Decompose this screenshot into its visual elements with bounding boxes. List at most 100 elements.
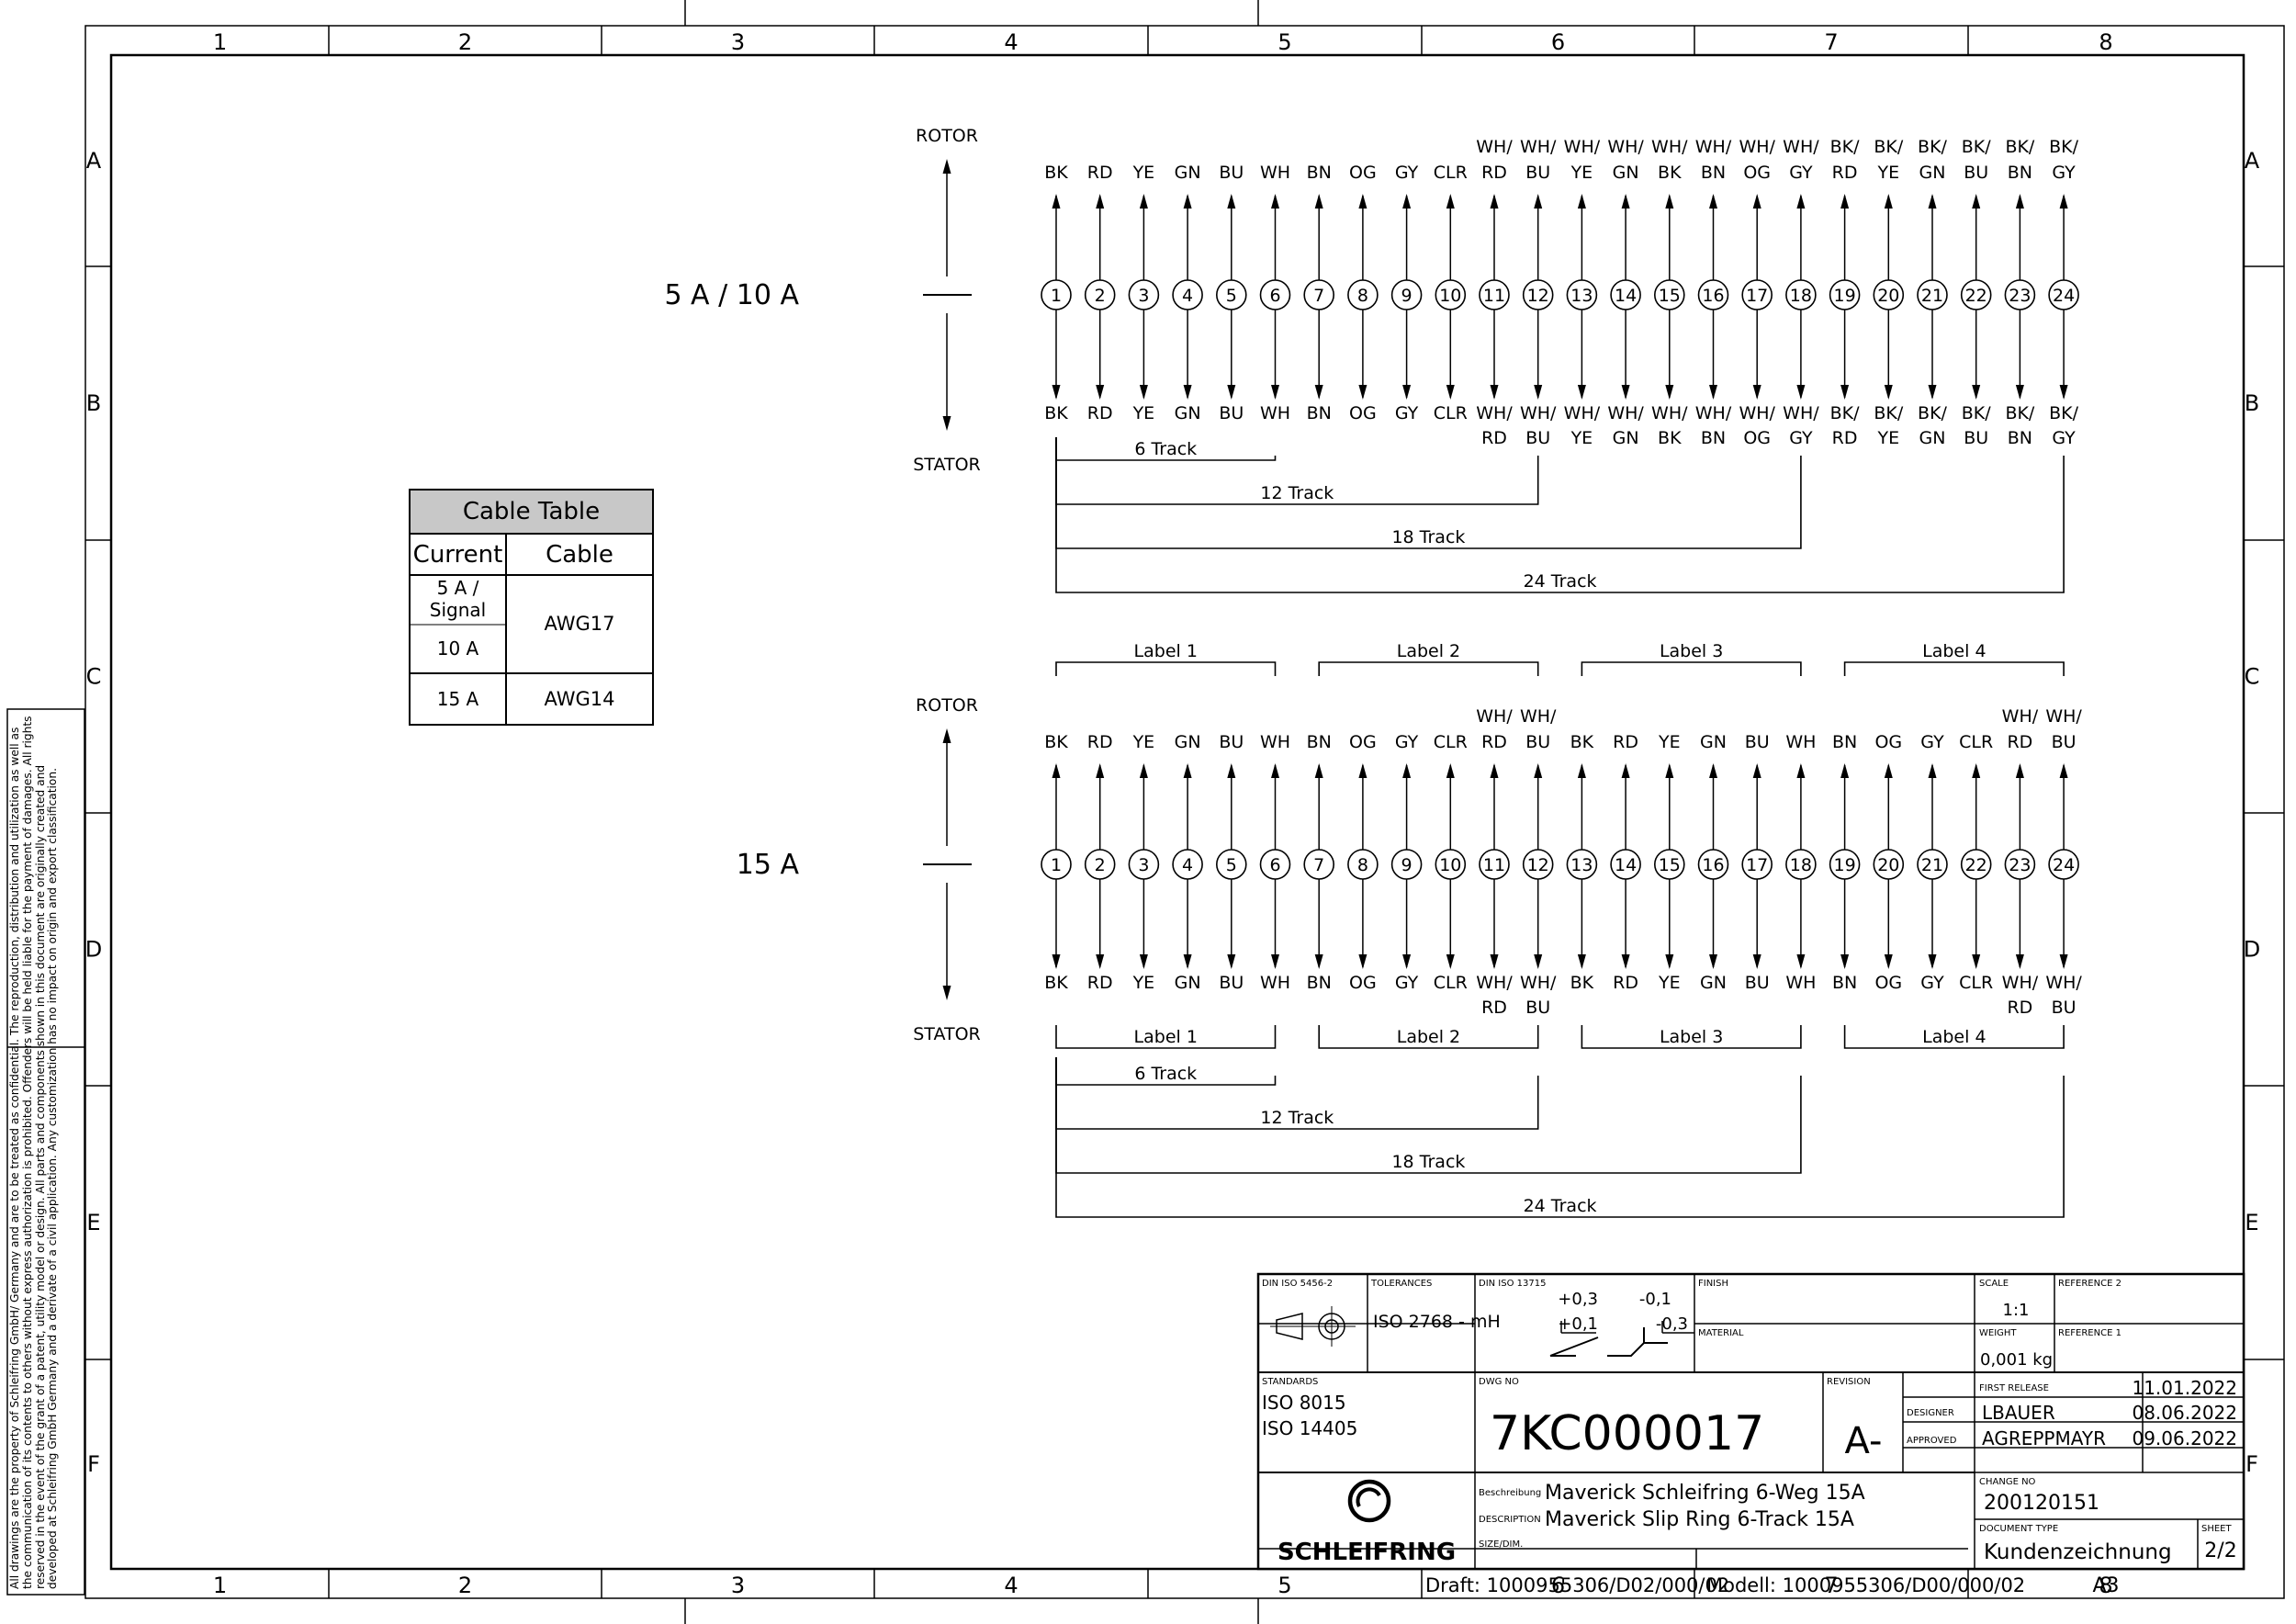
- confidentiality-text: All drawings are the property of Schleif…: [8, 716, 60, 1590]
- ring-number: 5: [1226, 855, 1237, 875]
- cable-table-cell: AWG17: [545, 613, 615, 635]
- group-label-rotor: Label 1: [1134, 641, 1198, 661]
- cable-table-cell: AWG14: [545, 688, 615, 710]
- wire-color-rotor: BU: [1219, 732, 1244, 752]
- group-label-stator: Label 2: [1397, 1027, 1460, 1047]
- track-label: 18 Track: [1391, 527, 1465, 547]
- stator-lead-arrow: [1577, 385, 1586, 400]
- stator-lead-arrow: [1665, 954, 1674, 969]
- ring-number: 16: [1702, 855, 1724, 875]
- projection-symbol-icon: [1270, 1306, 1356, 1347]
- zone-column-label: 2: [458, 29, 472, 55]
- ring-number: 20: [1877, 855, 1899, 875]
- wire-color-stator: WH: [1260, 403, 1290, 423]
- track-label: 24 Track: [1524, 571, 1597, 592]
- wire-color-stator: GY: [1920, 973, 1944, 993]
- stator-lead-arrow: [1139, 385, 1148, 400]
- group-label-stator: Label 1: [1134, 1027, 1198, 1047]
- wire-color-rotor: OG: [1349, 732, 1377, 752]
- wire-color-stator: WH/: [2045, 973, 2082, 993]
- wire-color-stator: GN: [1175, 403, 1201, 423]
- ring-number: 22: [1965, 286, 1987, 306]
- ring-number: 2: [1095, 286, 1106, 306]
- stator-lead-arrow: [1446, 954, 1455, 969]
- track-label: 12 Track: [1260, 483, 1334, 503]
- wire-color-rotor: GN: [1613, 163, 1639, 183]
- wire-color-rotor: GN: [1700, 732, 1727, 752]
- stator-lead-arrow: [2015, 954, 2024, 969]
- wire-color-rotor: RD: [1087, 732, 1113, 752]
- stator-lead-arrow: [1402, 385, 1412, 400]
- ring-number: 11: [1483, 286, 1505, 306]
- label-description: DESCRIPTION: [1479, 1515, 1541, 1525]
- rotor-lead-arrow: [1665, 763, 1674, 778]
- wire-color-stator: BN: [2008, 428, 2032, 448]
- edge-value: -0,1: [1639, 1290, 1671, 1309]
- rotor-lead-arrow: [1139, 763, 1148, 778]
- stator-lead-arrow: [1052, 954, 1061, 969]
- wire-color-stator: BK: [1044, 973, 1068, 993]
- wire-color-stator: YE: [1876, 428, 1899, 448]
- rotor-lead-arrow: [1752, 194, 1761, 209]
- wire-color-rotor: WH/: [1476, 137, 1513, 157]
- ring-number: 24: [2053, 855, 2075, 875]
- rotor-lead-arrow: [1271, 194, 1279, 209]
- label-finish: FINISH: [1698, 1279, 1728, 1289]
- drawing-number: 7KC000017: [1490, 1406, 1764, 1461]
- zone-column-label: 7: [1824, 29, 1838, 55]
- rotor-lead-arrow: [1665, 194, 1674, 209]
- wire-color-stator: OG: [1743, 428, 1771, 448]
- ring-number: 14: [1615, 286, 1637, 306]
- wire-color-stator: CLR: [1434, 973, 1468, 993]
- wire-color-rotor: OG: [1349, 163, 1377, 183]
- label-bracket-stator: [1055, 1025, 1277, 1049]
- stator-lead-arrow: [1840, 954, 1850, 969]
- stator-lead-arrow: [1490, 385, 1499, 400]
- stator-lead-arrow: [1227, 954, 1236, 969]
- wire-color-stator: BK/: [1918, 403, 1947, 423]
- wire-color-stator: YE: [1658, 973, 1681, 993]
- rotor-lead-arrow: [1709, 763, 1717, 778]
- ring-number: 18: [1790, 286, 1812, 306]
- rotor-lead-arrow: [1271, 763, 1279, 778]
- stator-arrowhead: [942, 416, 951, 431]
- wire-color-rotor: WH/: [1739, 137, 1775, 157]
- ring-number: 21: [1921, 855, 1943, 875]
- rotor-lead-arrow: [1972, 194, 1981, 209]
- label-dwg-no: DWG NO: [1479, 1377, 1519, 1387]
- zone-column-label: 5: [1277, 1573, 1291, 1598]
- zone-row-label: E: [86, 1210, 100, 1235]
- stator-lead-arrow: [1928, 385, 1937, 400]
- wire-color-stator: RD: [1087, 973, 1113, 993]
- wire-color-stator: WH/: [1520, 403, 1557, 423]
- wire-color-stator: WH/: [1783, 403, 1819, 423]
- rotor-lead-arrow: [1446, 194, 1455, 209]
- ring-number: 17: [1746, 286, 1768, 306]
- label-bracket-rotor: [1055, 661, 1277, 676]
- zone-row-label: F: [87, 1451, 100, 1477]
- zone-column-label: 1: [213, 29, 227, 55]
- wire-color-stator: GY: [1789, 428, 1813, 448]
- stator-lead-arrow: [1534, 385, 1543, 400]
- wire-color-rotor: BK/: [2005, 137, 2034, 157]
- label-sheet: SHEET: [2201, 1524, 2233, 1534]
- wire-color-stator: WH/: [1695, 403, 1732, 423]
- wire-color-stator: BK/: [2005, 403, 2034, 423]
- label-material: MATERIAL: [1698, 1328, 1744, 1338]
- wire-color-stator: WH/: [1739, 403, 1775, 423]
- stator-lead-arrow: [1709, 385, 1717, 400]
- wire-color-rotor: BN: [2008, 163, 2032, 183]
- rotor-lead-arrow: [1183, 763, 1192, 778]
- zone-column-label: 8: [2099, 29, 2112, 55]
- rotor-arrowhead: [942, 728, 951, 743]
- wire-color-rotor: WH/: [2002, 706, 2039, 727]
- edge-value: +0,1: [1558, 1314, 1598, 1334]
- ring-number: 23: [2009, 855, 2031, 875]
- stator-lead-arrow: [1928, 954, 1937, 969]
- rotor-lead-arrow: [1358, 194, 1367, 209]
- wire-color-stator: BU: [1525, 428, 1550, 448]
- stator-lead-arrow: [1096, 954, 1105, 969]
- wire-color-rotor: WH/: [1783, 137, 1819, 157]
- wire-color-rotor: BU: [1525, 163, 1550, 183]
